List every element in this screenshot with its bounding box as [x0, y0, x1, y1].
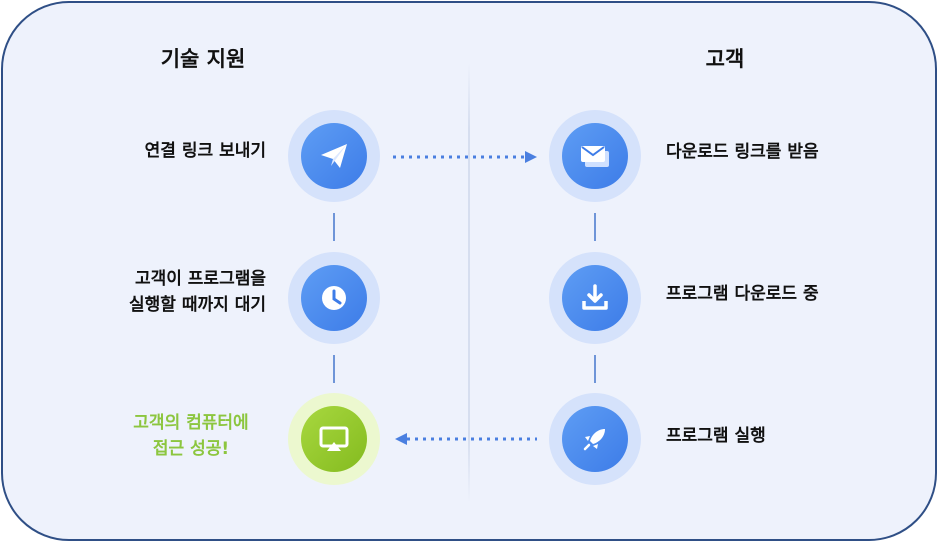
arrow-to-customer — [393, 151, 537, 163]
step-label-receive-link: 다운로드 링크를 받음 — [666, 142, 819, 162]
left-column-title: 기술 지원 — [160, 47, 246, 71]
clock-icon — [322, 286, 346, 310]
download-icon — [582, 284, 608, 310]
step-label-send-link: 연결 링크 보내기 — [144, 141, 266, 161]
step-label-wait-customer: 고객이 프로그램을 실행할 때까지 대기 — [129, 269, 266, 315]
connector-right-2 — [594, 355, 596, 383]
step-label-downloading: 프로그램 다운로드 중 — [666, 284, 819, 304]
node-access-success — [288, 393, 380, 485]
node-wait — [288, 252, 380, 344]
paper-plane-icon — [321, 144, 347, 168]
envelope-icon — [581, 146, 609, 167]
connector-left-1 — [333, 213, 335, 241]
node-receive-link — [549, 110, 641, 202]
arrow-to-support — [395, 433, 537, 445]
node-send-link — [288, 110, 380, 202]
connector-right-1 — [594, 213, 596, 241]
column-divider — [468, 63, 470, 503]
step-label-run-program: 프로그램 실행 — [666, 426, 766, 446]
step-label-access-success: 고객의 컴퓨터에 접근 성공! — [133, 413, 249, 459]
node-downloading — [549, 252, 641, 344]
connector-left-2 — [333, 355, 335, 383]
right-column-title: 고객 — [705, 47, 745, 71]
node-run-program — [549, 393, 641, 485]
rocket-icon — [583, 429, 605, 451]
screen-cast-icon — [319, 426, 349, 451]
